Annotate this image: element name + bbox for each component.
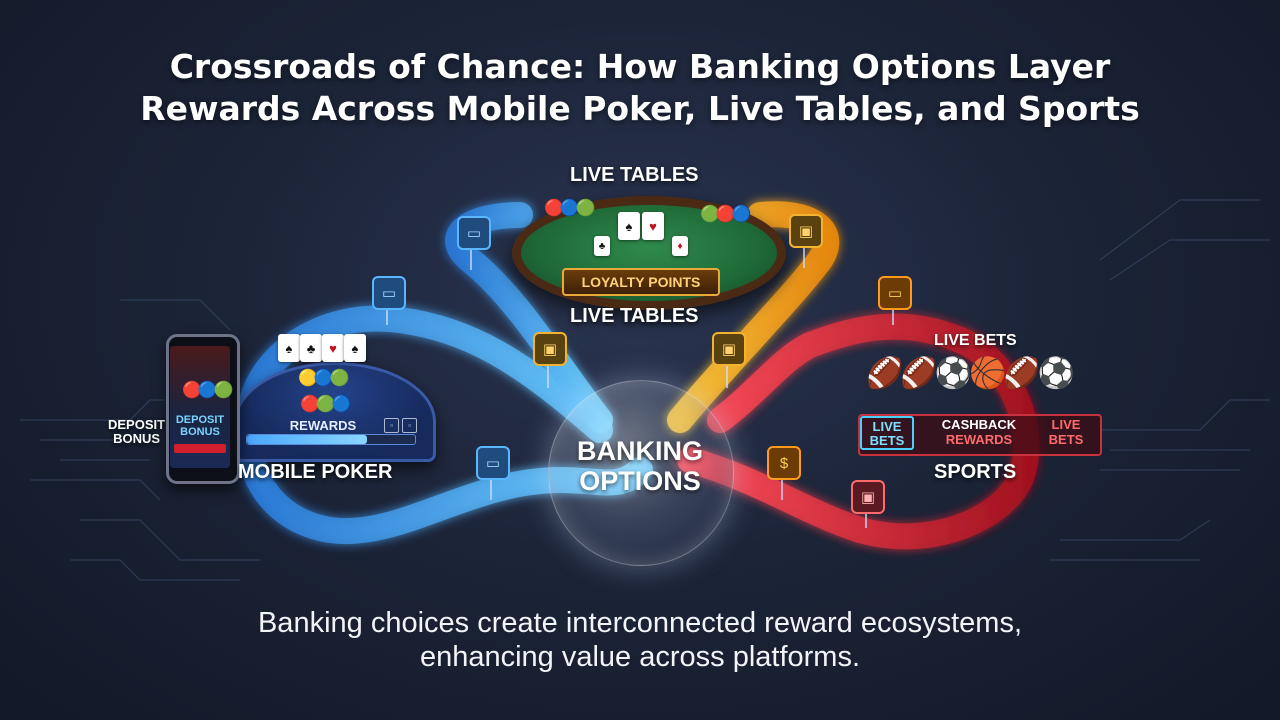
dollar-coin-icon: $ [767, 446, 801, 480]
title-line-2: Rewards Across Mobile Poker, Live Tables… [140, 89, 1140, 128]
loyalty-points-badge: LOYALTY POINTS [562, 268, 720, 296]
page-title: Crossroads of Chance: How Banking Option… [0, 46, 1280, 130]
menu-icon: ▫ [402, 418, 417, 433]
credit-card-icon: ▭ [372, 276, 406, 310]
playing-card-icon: ♣ [594, 236, 610, 256]
rewards-label: REWARDS [289, 418, 357, 433]
playing-card-icon: ♠ [344, 334, 366, 362]
box-left-line-2: BETS [869, 433, 905, 448]
chip-stack-icon: 🔴🔵🟢 [544, 200, 596, 217]
playing-card-icon: ♠ [618, 212, 640, 240]
phone-deposit-bonus: DEPOSIT BONUS [172, 414, 228, 438]
chip-stack-icon: 🔴🔵🟢 [182, 382, 234, 399]
live-bets-box-left: LIVE BETS [860, 416, 914, 450]
deposit-bonus-label: DEPOSIT BONUS [108, 418, 165, 446]
wallet-icon: ▣ [789, 214, 823, 248]
deposit-bonus-line-2: BONUS [113, 431, 161, 446]
box-mid-line-1: CASHBACK [941, 417, 1017, 432]
chip-stack-icon: 🔴🟢🔵 [300, 396, 352, 413]
mobile-poker-label: MOBILE POKER [238, 461, 393, 483]
playing-card-icon: ♥ [322, 334, 344, 362]
phone-bonus-line-1: DEPOSIT [175, 414, 225, 426]
deposit-bonus-line-1: DEPOSIT [108, 417, 166, 432]
rewards-progress-fill [247, 435, 367, 444]
wallet-icon: ▣ [851, 480, 885, 514]
live-tables-label-bottom: LIVE TABLES [570, 305, 699, 327]
box-right-line-2: BETS [1048, 432, 1084, 447]
sports-balls-icon: 🏈🏈⚽🏀🏈⚽ [866, 357, 1075, 390]
hub-label: BANKING OPTIONS [548, 436, 732, 496]
live-bets-title: LIVE BETS [934, 332, 1017, 349]
phone-bonus-line-2: BONUS [180, 426, 220, 438]
hub-line-2: OPTIONS [579, 466, 701, 496]
box-left-line-1: LIVE [872, 419, 902, 434]
box-mid-line-2: REWARDS [945, 432, 1013, 447]
circuit-lines-right [1050, 199, 1270, 561]
live-tables-label-top: LIVE TABLES [570, 164, 699, 186]
sports-label: SPORTS [934, 461, 1017, 483]
hub-line-1: BANKING [577, 436, 703, 466]
cashback-rewards-label: CASHBACK REWARDS [930, 417, 1028, 447]
title-line-1: Crossroads of Chance: How Banking Option… [169, 47, 1111, 86]
caption: Banking choices create interconnected re… [0, 606, 1280, 674]
credit-card-icon: ▭ [476, 446, 510, 480]
playing-card-icon: ♠ [278, 334, 300, 362]
playing-card-icon: ♥ [642, 212, 664, 240]
live-bets-box-right: LIVE BETS [1036, 417, 1096, 447]
credit-card-icon: ▭ [457, 216, 491, 250]
wallet-icon: ▣ [712, 332, 746, 366]
playing-card-icon: ♣ [300, 334, 322, 362]
banking-options-hub [548, 380, 734, 566]
settings-icon: ▫ [384, 418, 399, 433]
chip-stack-icon: 🟢🔴🔵 [700, 206, 752, 223]
credit-card-icon: ▭ [878, 276, 912, 310]
phone-deposit-button [174, 444, 226, 453]
playing-card-icon: ♦ [672, 236, 688, 256]
sports-rewards-panel [858, 414, 1102, 456]
caption-line-2: enhancing value across platforms. [419, 641, 861, 673]
wallet-icon: ▣ [533, 332, 567, 366]
circuit-lines-left [20, 299, 260, 581]
box-right-line-1: LIVE [1051, 417, 1081, 432]
caption-line-1: Banking choices create interconnected re… [257, 607, 1023, 639]
chip-stack-icon: 🟡🔵🟢 [298, 370, 350, 387]
